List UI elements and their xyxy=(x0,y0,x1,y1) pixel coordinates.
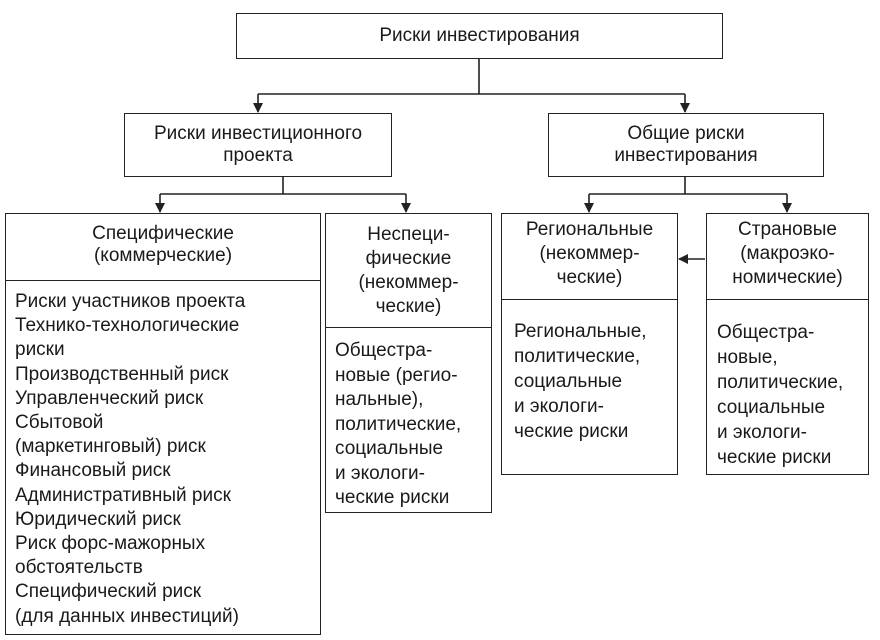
country-risks-header-line: номические) xyxy=(732,267,843,288)
list-item: и экологи- xyxy=(514,396,604,417)
regional-risks-header-line: (некоммер- xyxy=(539,243,640,264)
regional-risks-header-line: ческие) xyxy=(556,267,623,288)
country-risks-header-line: (макроэко- xyxy=(740,243,835,264)
list-item: риски xyxy=(15,339,65,361)
list-item: Сбытовой xyxy=(15,412,104,434)
specific-risks-header: Специфические (коммерческие) xyxy=(6,214,320,281)
nonspecific-risks-header-line: ческие) xyxy=(375,296,442,317)
list-item: политические, xyxy=(717,372,844,393)
list-item: Региональные, xyxy=(514,321,647,342)
investment-project-risks-node: Риски инвестиционного проекта xyxy=(124,113,392,177)
nonspecific-risks-column: Неспеци- фические (некоммер- ческие) Общ… xyxy=(325,213,492,513)
list-item: Общестра- xyxy=(335,340,433,361)
list-item: Риски участников проекта xyxy=(15,291,246,312)
list-item: социальные xyxy=(514,371,623,392)
nonspecific-risks-header-line: (некоммер- xyxy=(358,272,459,293)
regional-risks-header-line: Региональные xyxy=(525,219,654,240)
specific-risks-header-line: Специфические xyxy=(92,223,234,244)
list-item: (маркетинговый) риск xyxy=(15,436,206,458)
list-item: социальные xyxy=(717,397,826,418)
list-item: Специфический риск xyxy=(15,581,202,603)
specific-risks-header-line: (коммерческие) xyxy=(93,245,233,266)
list-item: ческие риски xyxy=(514,421,629,442)
regional-risks-list: Региональные, политические, социальные и… xyxy=(502,300,677,474)
list-item: Общестра- xyxy=(717,322,815,343)
list-item: политические, xyxy=(335,413,462,435)
list-item: социальные xyxy=(335,438,444,459)
root-node-label: Риски инвестирования xyxy=(379,25,580,46)
list-item: обстоятельств xyxy=(15,557,143,579)
list-item: Риск форс-мажорных xyxy=(15,533,206,555)
list-item: политические, xyxy=(514,346,641,367)
list-item: новые (регио- xyxy=(335,364,458,386)
list-item: Производственный риск xyxy=(15,363,229,385)
nonspecific-risks-header-line: Неспеци- xyxy=(367,224,450,245)
country-risks-list: Общестра- новые, политические, социальны… xyxy=(707,300,868,474)
regional-risks-column: Региональные (некоммер- ческие) Регионал… xyxy=(501,213,678,475)
list-item: ческие риски xyxy=(335,487,450,508)
regional-risks-header: Региональные (некоммер- ческие) xyxy=(502,214,677,300)
general-investment-risks-label-line: Общие риски xyxy=(627,123,745,144)
nonspecific-risks-header: Неспеци- фические (некоммер- ческие) xyxy=(326,214,491,328)
nonspecific-risks-list: Общестра- новые (регио- нальные), полити… xyxy=(326,328,491,512)
country-risks-column: Страновые (макроэко- номические) Общестр… xyxy=(706,213,869,475)
list-item: Административный риск xyxy=(15,484,231,506)
list-item: новые, xyxy=(717,347,778,368)
list-item: Юридический риск xyxy=(15,508,181,530)
country-risks-header-line: Страновые xyxy=(738,219,837,240)
list-item: и экологи- xyxy=(335,462,425,484)
list-item: и экологи- xyxy=(717,422,807,443)
list-item: Технико-технологические xyxy=(15,315,240,337)
investment-project-risks-label-line: Риски инвестиционного xyxy=(153,123,363,144)
specific-risks-column: Специфические (коммерческие) Риски участ… xyxy=(5,213,321,635)
investment-project-risks-label-line: проекта xyxy=(223,145,293,166)
country-risks-header: Страновые (макроэко- номические) xyxy=(707,214,868,300)
list-item: нальные), xyxy=(335,389,424,410)
specific-risks-list: Риски участников проекта Технико-техноло… xyxy=(6,281,320,634)
nonspecific-risks-header-line: фические xyxy=(365,248,452,269)
root-node: Риски инвестирования xyxy=(236,13,723,59)
list-item: ческие риски xyxy=(717,447,832,468)
list-item: Управленческий риск xyxy=(15,387,204,409)
general-investment-risks-label-line: инвестирования xyxy=(614,145,758,166)
list-item: Финансовый риск xyxy=(15,460,171,482)
general-investment-risks-node: Общие риски инвестирования xyxy=(548,113,824,177)
list-item: (для данных инвестиций) xyxy=(15,605,239,627)
